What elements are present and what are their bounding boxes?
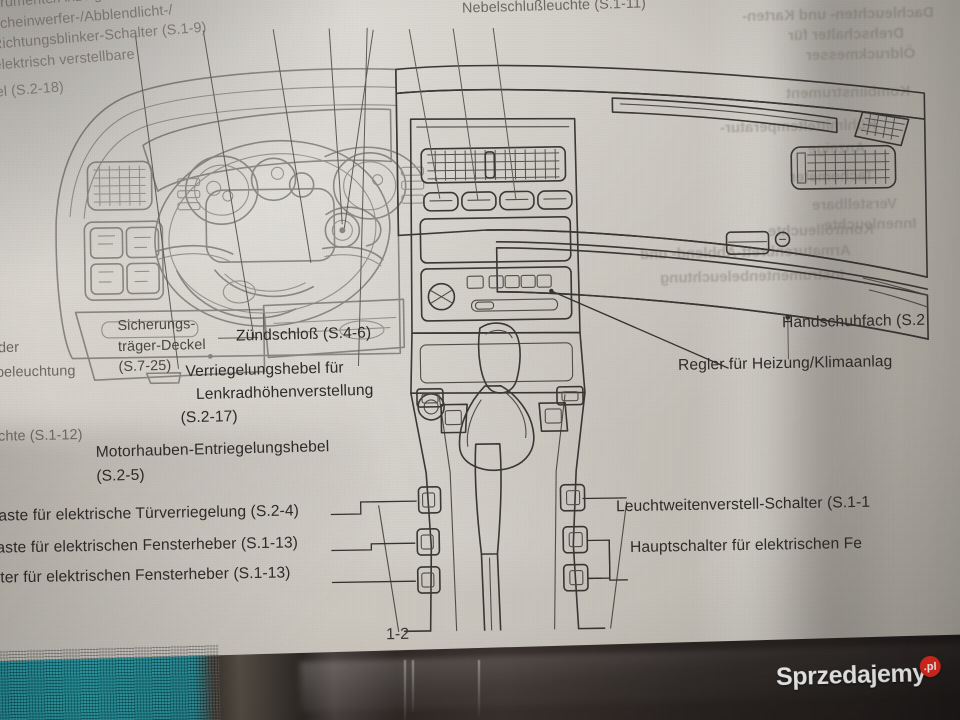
watermark-badge: .pl <box>919 655 941 678</box>
callout-label-power-window-master: Hauptschalter für elektrischen Fe <box>629 534 863 557</box>
callout-label-hvac-controls: Regler für Heizung/Klimaanlag <box>677 353 893 374</box>
callout-label-ignition-switch: Zündschloß (S.4-6) <box>235 324 372 345</box>
teal-fabric-texture <box>0 644 222 720</box>
callout-label-left-3: uchte (S.1-12) <box>0 427 83 445</box>
leather-crease <box>478 660 480 716</box>
callout-label-glovebox: Handschuhfach (S.2 <box>781 311 926 332</box>
watermark-text: Sprzedajemy <box>775 659 927 692</box>
leather-crease <box>404 660 406 720</box>
callout-block-hood-release: Motorhauben-Entriegelungshebel (S.2-5) <box>96 437 331 486</box>
callout-label-left-2: beleuchtung <box>0 363 76 381</box>
callout-line: Lenkradhöhenverstellung <box>195 381 374 404</box>
callout-line: träger-Deckel <box>117 336 206 355</box>
top-left-callout-block: strumente/Anzeigevorrichtung Scheinwerfe… <box>0 0 211 105</box>
page-number: 1-2 <box>385 625 410 644</box>
callout-block-steering-lock-lever: Verriegelungshebel für Lenkradhöhenverst… <box>180 358 374 428</box>
callout-label-left-1: der <box>0 339 20 357</box>
callout-line: Sicherungs- <box>117 316 196 335</box>
callout-line: Verriegelungshebel für <box>185 359 344 381</box>
leather-crease <box>412 660 414 712</box>
watermark: Sprzedajemy .pl <box>775 655 941 692</box>
